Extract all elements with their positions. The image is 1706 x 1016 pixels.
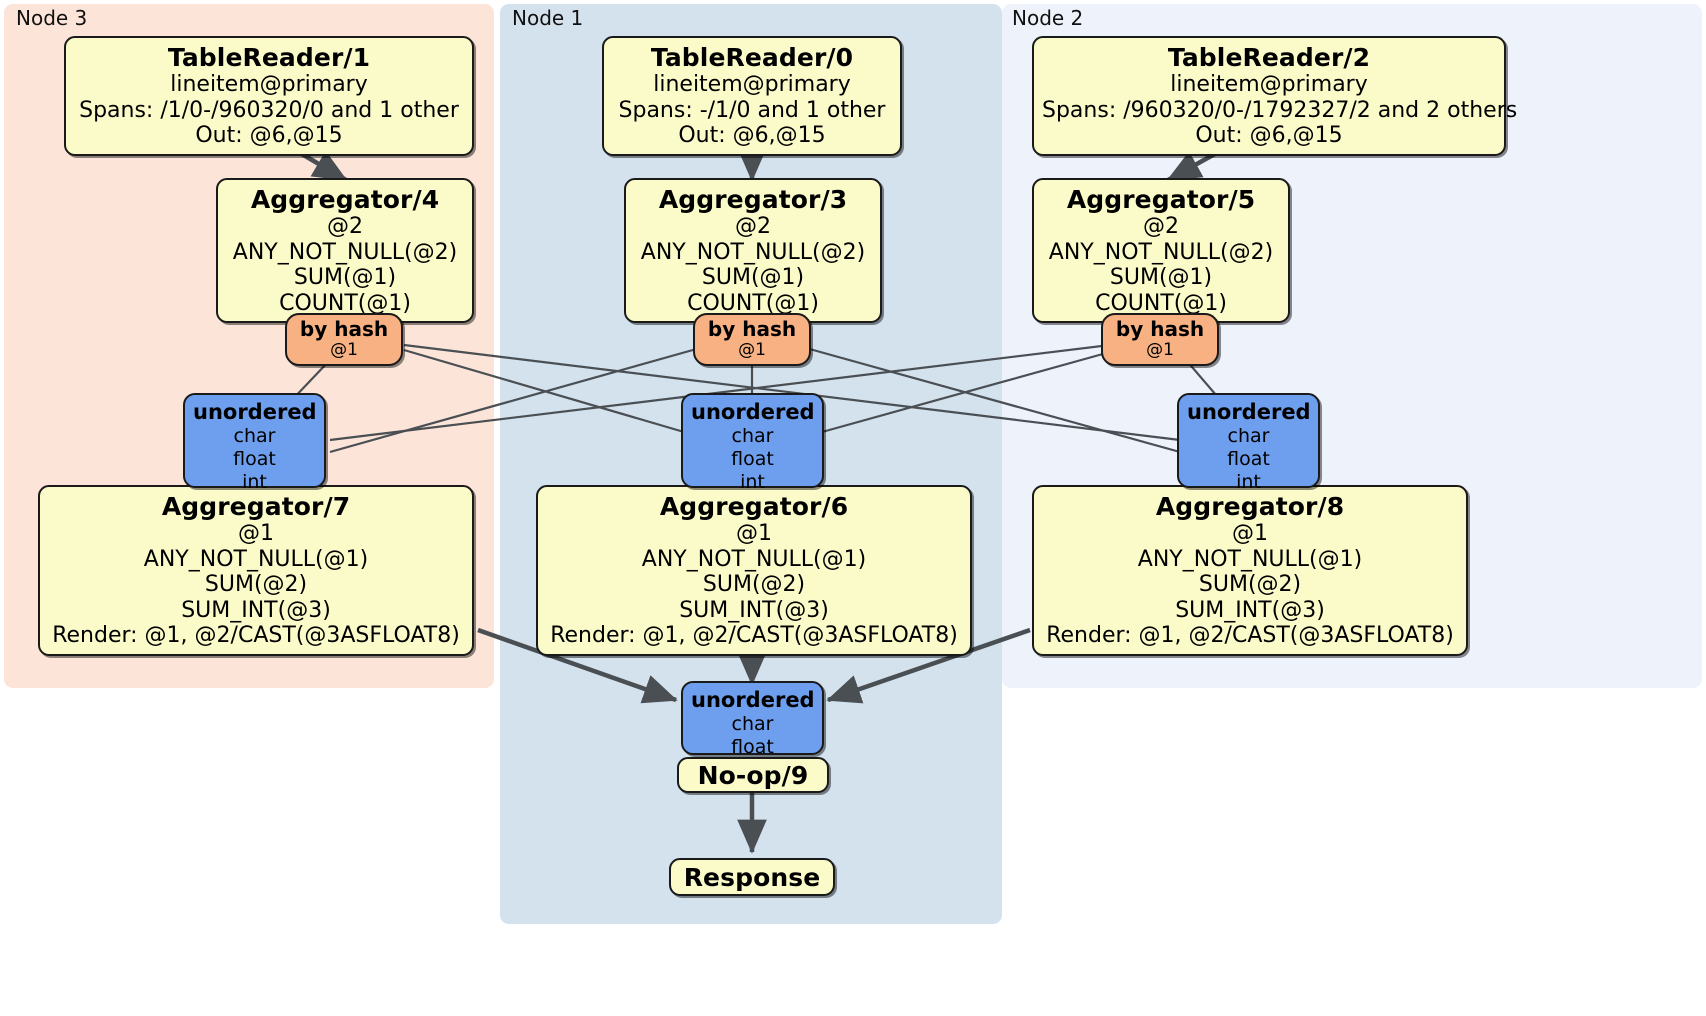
processor-aggregator-3[interactable]: Aggregator/3 @2 ANY_NOT_NULL(@2) SUM(@1)…	[624, 178, 882, 324]
router-by-hash-node-1[interactable]: by hash @1	[693, 313, 811, 366]
panel-label-node-3: Node 3	[16, 6, 88, 30]
synchronizer-title: unordered	[691, 688, 815, 712]
processor-title: Aggregator/7	[161, 492, 351, 521]
processor-render: Render: @1, @2/CAST(@3ASFLOAT8)	[52, 623, 460, 649]
processor-title: Aggregator/5	[1066, 185, 1256, 214]
router-column: @1	[738, 340, 766, 361]
processor-title: Response	[683, 862, 821, 892]
processor-table-reader-2[interactable]: TableReader/2 lineitem@primary Spans: /9…	[1032, 36, 1518, 156]
processor-agg-3: COUNT(@1)	[279, 290, 411, 316]
processor-aggregator-4[interactable]: Aggregator/4 @2 ANY_NOT_NULL(@2) SUM(@1)…	[216, 178, 474, 324]
synchronizer-unordered-node-2[interactable]: unordered char float int	[1177, 393, 1320, 493]
processor-aggregator-6[interactable]: Aggregator/6 @1 ANY_NOT_NULL(@1) SUM(@2)…	[536, 485, 972, 656]
processor-agg-3: COUNT(@1)	[1095, 290, 1227, 316]
processor-table: lineitem@primary	[170, 72, 368, 97]
processor-title: TableReader/1	[167, 43, 371, 72]
processor-agg-3: COUNT(@1)	[687, 290, 819, 316]
synchronizer-type-1: char	[233, 425, 276, 448]
router-column: @1	[1146, 340, 1174, 361]
panel-label-node-1: Node 1	[512, 6, 584, 30]
synchronizer-type-2: float	[1227, 447, 1270, 470]
router-title: by hash	[1115, 317, 1205, 341]
processor-agg-3: SUM_INT(@3)	[1175, 597, 1325, 623]
router-column: @1	[330, 340, 358, 361]
synchronizer-type-1: char	[731, 713, 774, 736]
processor-agg-1: ANY_NOT_NULL(@2)	[640, 239, 866, 265]
processor-agg-3: SUM_INT(@3)	[679, 597, 829, 623]
processor-aggregator-7[interactable]: Aggregator/7 @1 ANY_NOT_NULL(@1) SUM(@2)…	[38, 485, 474, 656]
synchronizer-unordered-node-3[interactable]: unordered char float int	[183, 393, 326, 493]
processor-response[interactable]: Response	[669, 858, 835, 896]
processor-title: Aggregator/4	[250, 185, 440, 214]
processor-table: lineitem@primary	[653, 72, 851, 97]
processor-table-reader-0[interactable]: TableReader/0 lineitem@primary Spans: -/…	[602, 36, 902, 156]
processor-agg-2: SUM(@1)	[701, 265, 805, 291]
processor-render: Render: @1, @2/CAST(@3ASFLOAT8)	[550, 623, 958, 649]
processor-out: Out: @6,@15	[1195, 123, 1343, 149]
synchronizer-type-3: int	[242, 470, 267, 493]
processor-group-col: @2	[327, 214, 363, 239]
synchronizer-title: unordered	[193, 400, 317, 424]
synchronizer-type-2: float	[233, 447, 276, 470]
processor-spans: Spans: /1/0-/960320/0 and 1 other	[79, 97, 459, 123]
synchronizer-type-1: char	[731, 425, 774, 448]
processor-agg-2: SUM(@1)	[293, 265, 397, 291]
processor-out: Out: @6,@15	[195, 123, 343, 149]
processor-aggregator-8[interactable]: Aggregator/8 @1 ANY_NOT_NULL(@1) SUM(@2)…	[1032, 485, 1468, 656]
processor-group-col: @1	[736, 521, 772, 546]
processor-group-col: @1	[238, 521, 274, 546]
processor-title: TableReader/0	[650, 43, 854, 72]
processor-agg-1: ANY_NOT_NULL(@1)	[1137, 546, 1363, 572]
processor-table-reader-1[interactable]: TableReader/1 lineitem@primary Spans: /1…	[64, 36, 474, 156]
processor-table: lineitem@primary	[1170, 72, 1368, 97]
processor-title: TableReader/2	[1167, 43, 1371, 72]
synchronizer-unordered-final[interactable]: unordered char float	[681, 681, 824, 758]
processor-title: Aggregator/3	[658, 185, 848, 214]
processor-agg-2: SUM(@1)	[1109, 265, 1213, 291]
synchronizer-type-3: int	[1236, 470, 1261, 493]
synchronizer-type-2: float	[731, 735, 774, 758]
router-title: by hash	[299, 317, 389, 341]
processor-agg-3: SUM_INT(@3)	[181, 597, 331, 623]
processor-render: Render: @1, @2/CAST(@3ASFLOAT8)	[1046, 623, 1454, 649]
router-by-hash-node-3[interactable]: by hash @1	[285, 313, 403, 366]
synchronizer-type-1: char	[1227, 425, 1270, 448]
processor-agg-1: ANY_NOT_NULL(@1)	[641, 546, 867, 572]
processor-title: No-op/9	[697, 760, 809, 790]
synchronizer-type-2: float	[731, 447, 774, 470]
processor-agg-2: SUM(@2)	[204, 572, 308, 598]
processor-agg-1: ANY_NOT_NULL(@1)	[143, 546, 369, 572]
synchronizer-title: unordered	[691, 400, 815, 424]
processor-no-op-9[interactable]: No-op/9	[677, 757, 829, 793]
router-title: by hash	[707, 317, 797, 341]
processor-group-col: @2	[1143, 214, 1179, 239]
processor-spans: Spans: /960320/0-/1792327/2 and 2 others	[1042, 97, 1518, 123]
processor-spans: Spans: -/1/0 and 1 other	[618, 97, 886, 123]
processor-group-col: @2	[735, 214, 771, 239]
processor-agg-2: SUM(@2)	[1198, 572, 1302, 598]
processor-group-col: @1	[1232, 521, 1268, 546]
router-by-hash-node-2[interactable]: by hash @1	[1101, 313, 1219, 366]
panel-label-node-2: Node 2	[1012, 6, 1084, 30]
processor-title: Aggregator/8	[1155, 492, 1345, 521]
processor-agg-1: ANY_NOT_NULL(@2)	[232, 239, 458, 265]
processor-agg-1: ANY_NOT_NULL(@2)	[1048, 239, 1274, 265]
processor-title: Aggregator/6	[659, 492, 849, 521]
processor-aggregator-5[interactable]: Aggregator/5 @2 ANY_NOT_NULL(@2) SUM(@1)…	[1032, 178, 1290, 324]
processor-out: Out: @6,@15	[678, 123, 826, 149]
synchronizer-type-3: int	[740, 470, 765, 493]
processor-agg-2: SUM(@2)	[702, 572, 806, 598]
synchronizer-unordered-node-1[interactable]: unordered char float int	[681, 393, 824, 493]
synchronizer-title: unordered	[1187, 400, 1311, 424]
